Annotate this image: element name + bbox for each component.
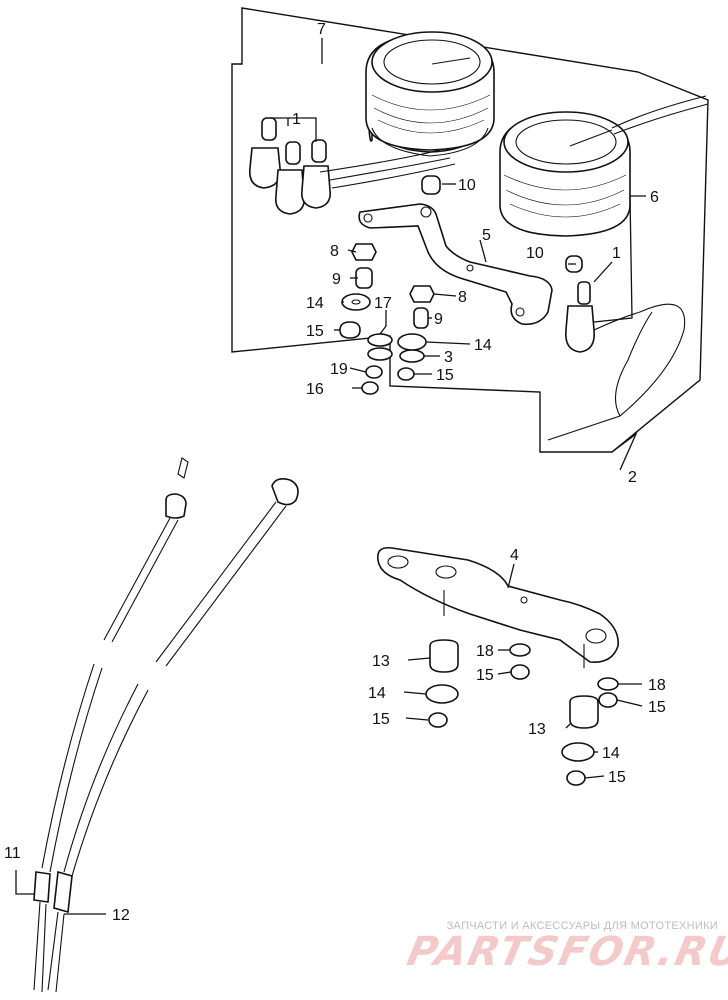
speedometer-gauge bbox=[365, 31, 495, 157]
callout-15: 15 bbox=[608, 769, 626, 786]
callout-18: 18 bbox=[648, 677, 666, 694]
callout-10: 10 bbox=[458, 177, 476, 194]
callout-16: 16 bbox=[306, 381, 324, 398]
callout-19: 19 bbox=[330, 361, 348, 378]
callout-4: 4 bbox=[510, 547, 519, 564]
meter-bracket bbox=[358, 203, 553, 326]
watermark-caption: ЗАПЧАСТИ И АКСЕССУАРЫ ДЛЯ МОТОТЕХНИКИ bbox=[446, 920, 718, 932]
leader-lines bbox=[15, 38, 646, 915]
callout-1: 1 bbox=[612, 245, 621, 262]
speedometer-cable bbox=[33, 457, 189, 993]
callout-15: 15 bbox=[372, 711, 390, 728]
callout-13: 13 bbox=[372, 653, 390, 670]
tachometer-cable bbox=[47, 478, 299, 993]
callout-8: 8 bbox=[330, 243, 339, 260]
assembly-frame bbox=[231, 7, 709, 453]
callout-17: 17 bbox=[374, 295, 392, 312]
bulb-wire bbox=[547, 303, 686, 441]
callout-9: 9 bbox=[434, 311, 443, 328]
callout-15: 15 bbox=[476, 667, 494, 684]
callout-13: 13 bbox=[528, 721, 546, 738]
callout-7: 7 bbox=[317, 21, 326, 38]
lower-bracket bbox=[376, 546, 619, 668]
watermark: ЗАПЧАСТИ И АКСЕССУАРЫ ДЛЯ МОТОТЕХНИКИ PA… bbox=[403, 920, 728, 975]
callout-10: 10 bbox=[526, 245, 544, 262]
bulb-socket bbox=[564, 281, 641, 353]
callout-3: 3 bbox=[444, 349, 453, 366]
callout-14: 14 bbox=[306, 295, 324, 312]
callout-6: 6 bbox=[650, 189, 659, 206]
callout-1: 1 bbox=[292, 111, 301, 128]
callout-8: 8 bbox=[458, 289, 467, 306]
callout-18: 18 bbox=[476, 643, 494, 660]
callout-labels: 7 1 10 6 5 10 1 8 9 14 17 8 9 15 14 3 19… bbox=[4, 21, 666, 924]
grommet bbox=[421, 175, 441, 195]
callout-12: 12 bbox=[112, 907, 130, 924]
bulb-socket-cluster bbox=[248, 117, 456, 215]
callout-15: 15 bbox=[648, 699, 666, 716]
callout-5: 5 bbox=[482, 227, 491, 244]
callout-14: 14 bbox=[368, 685, 386, 702]
callout-14: 14 bbox=[602, 745, 620, 762]
watermark-logo: PARTSFOR.RU bbox=[403, 929, 728, 975]
callout-15: 15 bbox=[306, 323, 324, 340]
tachometer-gauge bbox=[499, 95, 709, 237]
callout-2: 2 bbox=[628, 469, 637, 486]
callout-15: 15 bbox=[436, 367, 454, 384]
callout-9: 9 bbox=[332, 271, 341, 288]
callout-11: 11 bbox=[4, 845, 21, 862]
fastener-stack-right bbox=[397, 285, 435, 381]
callout-14: 14 bbox=[474, 337, 492, 354]
